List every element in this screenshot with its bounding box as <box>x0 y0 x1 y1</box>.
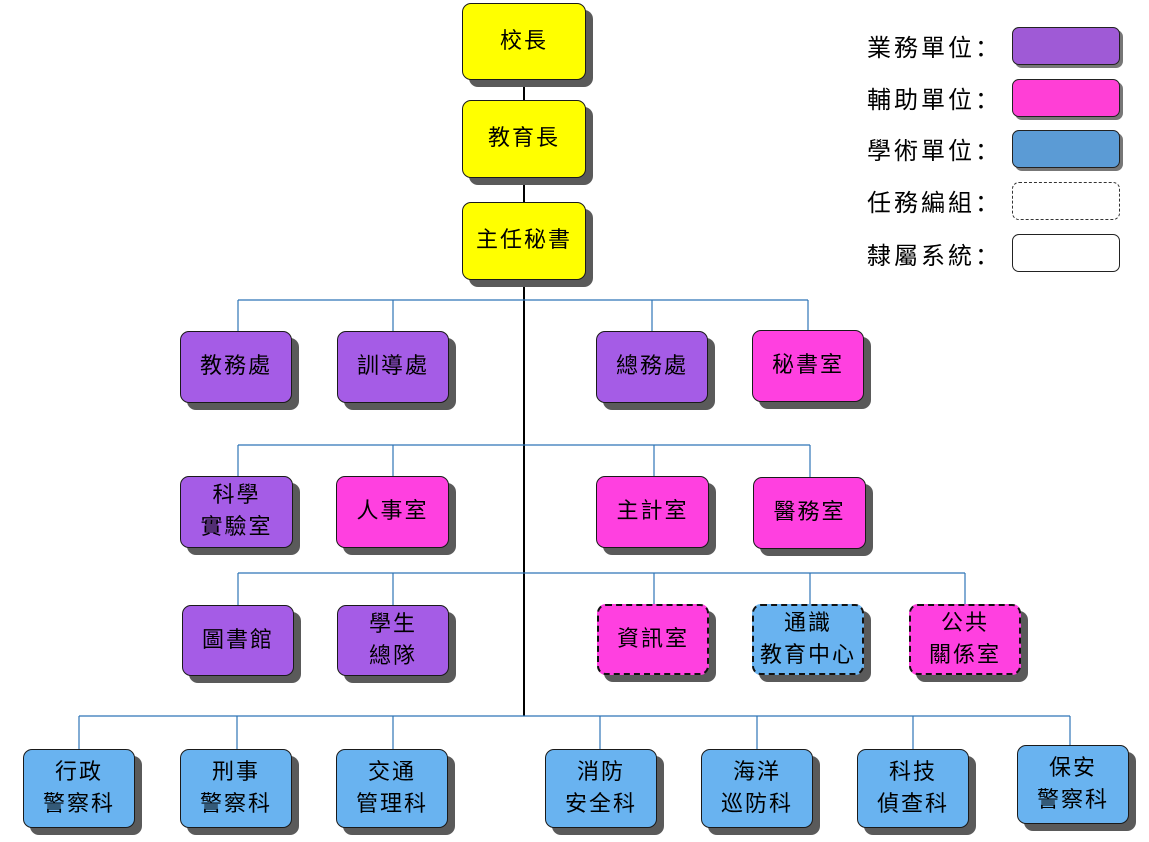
it-office-box[interactable]: 資訊室 <box>597 604 709 675</box>
library-box[interactable]: 圖書館 <box>182 605 294 676</box>
criminal-police-label-line1: 刑事 <box>211 759 260 785</box>
traffic-label-line2: 管理科 <box>355 791 428 817</box>
tech-investigation-label-line2: 偵查科 <box>876 791 949 817</box>
legend-swatch-auxiliary <box>1012 79 1120 117</box>
personnel-label: 人事室 <box>356 499 429 524</box>
maritime-label-line2: 巡防科 <box>720 791 793 817</box>
public-relations-label-line2: 關係室 <box>928 642 1001 668</box>
personnel-box[interactable]: 人事室 <box>336 476 449 548</box>
general-affairs-box[interactable]: 總務處 <box>596 331 708 403</box>
legend-label-task-force: 任務編組： <box>867 189 1002 217</box>
fire-safety-label-line2: 安全科 <box>564 791 637 817</box>
fire-safety-dept-box[interactable]: 消防 安全科 <box>545 749 657 828</box>
chief-secretary-box[interactable]: 主任秘書 <box>462 202 586 280</box>
legend-swatch-business <box>1012 27 1120 65</box>
tech-investigation-label-line1: 科技 <box>888 759 937 785</box>
maritime-dept-box[interactable]: 海洋 巡防科 <box>701 749 813 828</box>
public-relations-box[interactable]: 公共 關係室 <box>909 604 1021 675</box>
legend-swatch-task-force <box>1012 182 1120 220</box>
legend-label-affiliation: 隸屬系統： <box>867 242 1002 270</box>
chief-secretary-label: 主任秘書 <box>475 228 572 253</box>
secretariat-label: 秘書室 <box>771 353 844 378</box>
accounting-box[interactable]: 主計室 <box>596 476 709 548</box>
provost-box[interactable]: 教育長 <box>462 100 586 178</box>
academic-affairs-box[interactable]: 教務處 <box>180 331 292 403</box>
maritime-label-line1: 海洋 <box>732 759 781 785</box>
general-education-label-line2: 教育中心 <box>759 642 856 668</box>
legend-label-academic: 學術單位： <box>867 137 1002 165</box>
criminal-police-dept-box[interactable]: 刑事 警察科 <box>180 749 292 828</box>
president-label: 校長 <box>499 28 548 54</box>
accounting-label: 主計室 <box>616 499 689 524</box>
security-police-dept-box[interactable]: 保安 警察科 <box>1017 745 1129 824</box>
security-police-label-line1: 保安 <box>1048 755 1097 781</box>
fire-safety-label-line1: 消防 <box>576 759 625 785</box>
cadet-corps-label-line2: 總隊 <box>368 643 417 669</box>
legend-label-business: 業務單位： <box>867 34 1002 62</box>
secretariat-box[interactable]: 秘書室 <box>752 330 864 402</box>
admin-police-dept-box[interactable]: 行政 警察科 <box>23 749 135 828</box>
science-lab-box[interactable]: 科學 實驗室 <box>180 476 293 548</box>
student-affairs-label: 訓導處 <box>356 354 429 379</box>
legend-swatch-academic <box>1012 130 1120 168</box>
science-lab-label-line2: 實驗室 <box>200 515 273 540</box>
security-police-label-line2: 警察科 <box>1036 787 1109 813</box>
medical-box[interactable]: 醫務室 <box>753 477 866 549</box>
cadet-corps-label-line1: 學生 <box>368 611 417 637</box>
medical-label: 醫務室 <box>773 500 846 525</box>
science-lab-label-line1: 科學 <box>212 483 261 508</box>
academic-affairs-label: 教務處 <box>199 354 272 379</box>
legend-swatch-affiliation <box>1012 234 1120 272</box>
library-label: 圖書館 <box>201 627 274 653</box>
legend-label-auxiliary: 輔助單位： <box>867 86 1002 114</box>
student-affairs-box[interactable]: 訓導處 <box>337 331 449 403</box>
criminal-police-label-line2: 警察科 <box>199 791 272 817</box>
it-office-label: 資訊室 <box>616 626 689 652</box>
general-affairs-label: 總務處 <box>615 354 688 379</box>
tech-investigation-dept-box[interactable]: 科技 偵查科 <box>857 749 969 828</box>
public-relations-label-line1: 公共 <box>940 610 989 636</box>
admin-police-label-line1: 行政 <box>54 759 103 785</box>
president-box[interactable]: 校長 <box>462 3 586 80</box>
provost-label: 教育長 <box>487 126 560 151</box>
admin-police-label-line2: 警察科 <box>42 791 115 817</box>
general-education-label-line1: 通識 <box>783 610 832 636</box>
traffic-dept-box[interactable]: 交通 管理科 <box>336 749 448 828</box>
traffic-label-line1: 交通 <box>367 759 416 785</box>
general-education-box[interactable]: 通識 教育中心 <box>752 604 864 675</box>
cadet-corps-box[interactable]: 學生 總隊 <box>337 605 449 676</box>
